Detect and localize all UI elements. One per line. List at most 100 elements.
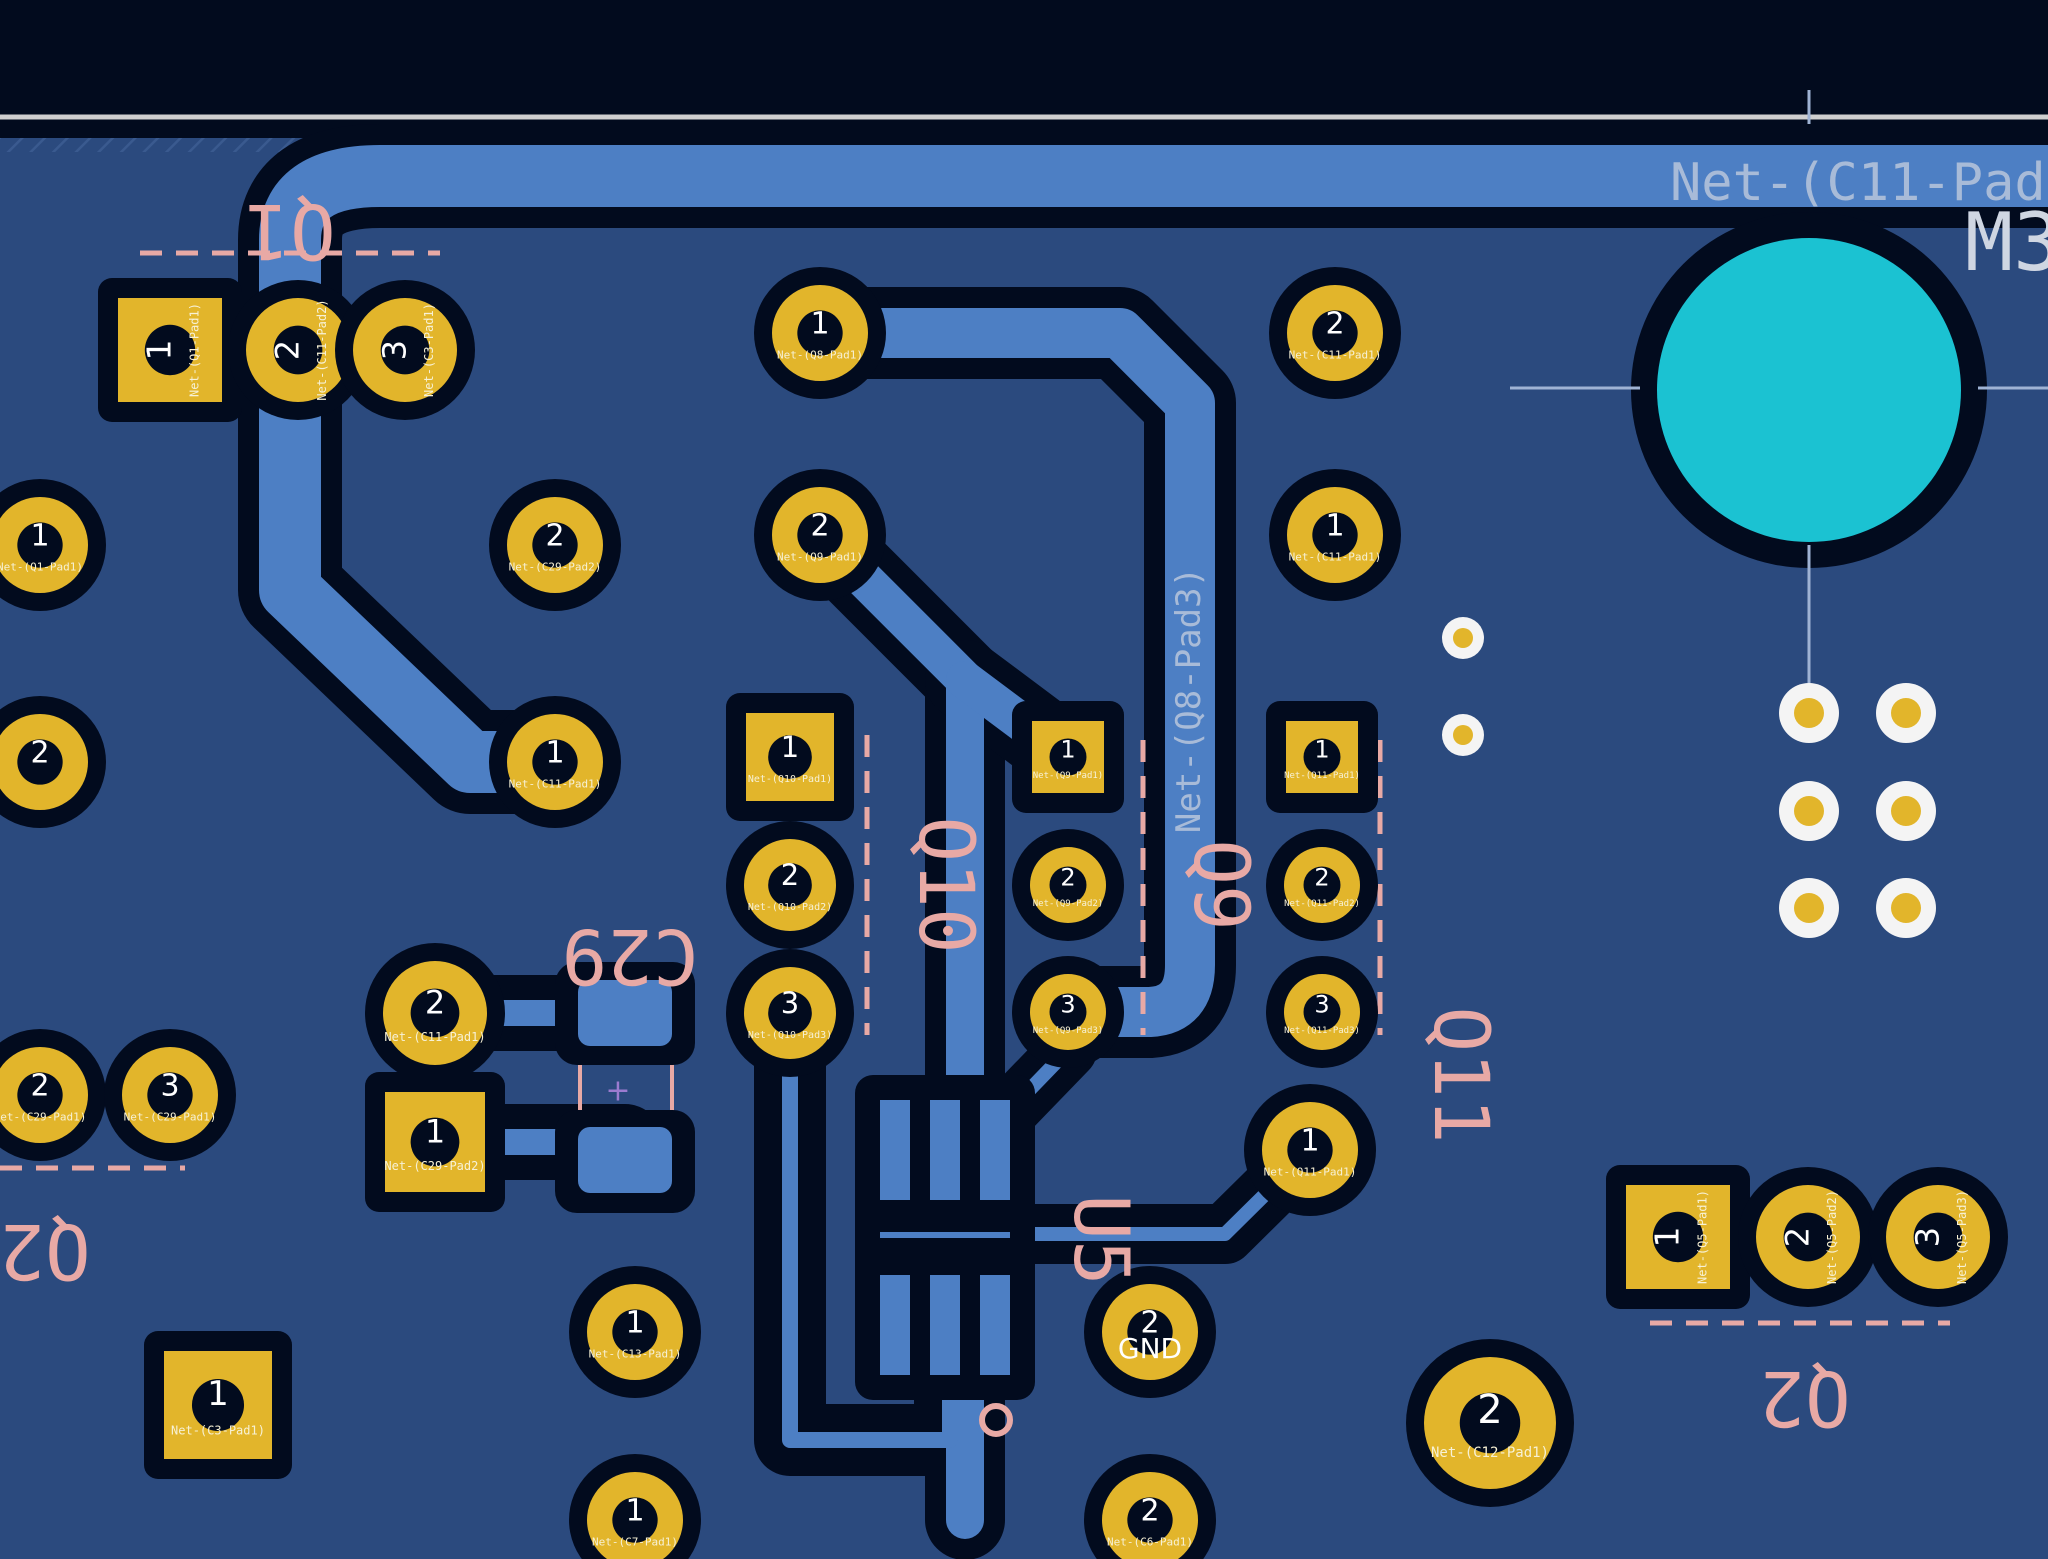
- c29-center-mark: +: [605, 1074, 630, 1109]
- pad-net-name: Net-(C29-Pad2): [509, 561, 602, 574]
- pad-number: 1: [625, 1493, 644, 1528]
- pad-net-name: Net-(Q9-Pad2): [1033, 899, 1103, 909]
- pad-net-name: Net-(C11-Pad1): [1289, 349, 1382, 362]
- pad-net-name: Net-(Q1-Pad1): [188, 303, 202, 397]
- pad-number: 1: [207, 1374, 229, 1414]
- pad-net-name: Net-(Q11-Pad1): [1284, 771, 1360, 781]
- pad-number: 2: [268, 340, 306, 360]
- reference-labels: Q1 Q2 Q2 C29 Q10 Q9 Q11 U5: [0, 187, 1851, 1443]
- pad-number: 3: [1314, 990, 1329, 1018]
- pad-net-name: Net-(Q9-Pad1): [1033, 771, 1103, 781]
- pad-number: 2: [545, 518, 564, 553]
- trace-net-c11-pad[interactable]: [259, 145, 2048, 793]
- pad-number: 2: [1314, 863, 1329, 891]
- footprint-c29[interactable]: [555, 962, 695, 1213]
- net-label-q8-pad3: Net-(Q8-Pad3): [1169, 567, 1209, 833]
- pad-net-name: Net-(Q11-Pad2): [1284, 899, 1360, 909]
- pad-net-name: Net-(C11-Pad1): [1289, 551, 1382, 564]
- tht-pad-9[interactable]: 2: [0, 696, 106, 828]
- pad-number: 2: [1778, 1227, 1816, 1247]
- ref-q2-right: Q2: [1759, 1354, 1851, 1443]
- c29-pad-2: [578, 1127, 672, 1193]
- pad-number: 1: [545, 735, 564, 770]
- u5-pin1-marker: [979, 1403, 1013, 1437]
- pad-number: 1: [30, 518, 49, 553]
- pad-net-name: Net-(C11-Pad1): [384, 1030, 485, 1044]
- pad-net-name: Net-(C12-Pad1): [1431, 1445, 1549, 1461]
- pad-number: 3: [781, 986, 799, 1020]
- tht-pad-28[interactable]: 2: [1084, 1266, 1216, 1398]
- net-label-c11-pad: Net-(C11-Pad: [1670, 153, 2046, 213]
- pad-net-name: Net-(C3-Pad1): [422, 303, 436, 397]
- c29-pad-1: [578, 980, 672, 1046]
- via-group[interactable]: [1442, 617, 1936, 938]
- pad-number: 1: [1300, 1123, 1319, 1158]
- pad-net-name: Net-(C7-Pad1): [592, 1536, 678, 1549]
- pad-number: 3: [375, 340, 413, 360]
- pad-net-name: Net-(Q10-Pad2): [748, 902, 832, 913]
- pad-number: 2: [1477, 1387, 1502, 1433]
- pad-net-name: Net-(Q10-Pad1): [748, 774, 832, 785]
- pad-number: 2: [1325, 306, 1344, 341]
- mounting-hole-m3[interactable]: [1510, 212, 2048, 700]
- pad-number: 1: [781, 730, 799, 764]
- pad-net-name: Net-(C11-Pad1): [509, 778, 602, 791]
- pad-net-name: Net-(C29-Pad1): [124, 1111, 217, 1124]
- trace-net-q10-pad3[interactable]: [782, 997, 958, 1448]
- silkscreen-layer: [0, 250, 1950, 1326]
- ref-q11: Q11: [1417, 1006, 1506, 1143]
- pad-net-name: Net-(Q5-Pad3): [1955, 1190, 1969, 1284]
- pad-number: 3: [1060, 990, 1075, 1018]
- pad-net-name: Net-(Q9-Pad3): [1033, 1026, 1103, 1036]
- ref-u5: U5: [1057, 1194, 1146, 1286]
- pad-number: 2: [1140, 1493, 1159, 1528]
- pad-number: 1: [425, 1112, 445, 1150]
- pad-net-name: Net-(Q1-Pad1): [0, 561, 83, 574]
- pad-number: 2: [1140, 1305, 1159, 1340]
- trace-net-q8-pad3[interactable]: [795, 308, 1215, 1037]
- ref-q10: Q10: [902, 816, 991, 953]
- pad-net-name: Net-(C13-Pad1): [589, 1348, 682, 1361]
- pad-net-name: Net-(Q5-Pad1): [1696, 1190, 1710, 1284]
- pad-net-name: Net-(Q8-Pad1): [777, 349, 863, 362]
- ref-m3: M3: [1965, 196, 2048, 289]
- tht-pad-2[interactable]: 3 Net-(C3-Pad1): [335, 280, 475, 420]
- pad-net-name: Net-(C29-Pad2): [384, 1159, 485, 1173]
- pad-net-name: Net-(Q9-Pad1): [777, 551, 863, 564]
- footprint-u5[interactable]: [855, 1075, 1035, 1400]
